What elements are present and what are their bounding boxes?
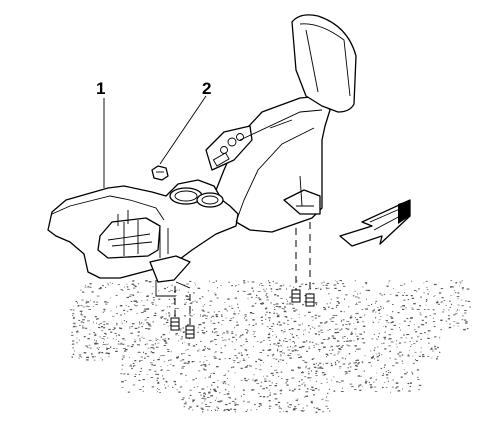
stud-front-right: [185, 325, 195, 339]
arrow-left-down-icon: [339, 199, 411, 247]
control-panel: [205, 125, 253, 171]
stud-rear-left: [291, 289, 301, 303]
floor-carpet: [70, 280, 471, 413]
stud-rear-right: [305, 293, 315, 307]
callout-2-leader: [159, 95, 207, 165]
callout-1-label: 1: [96, 79, 105, 98]
cupholder-right: [196, 192, 224, 208]
floor-studs: [155, 222, 315, 339]
callout-2-label: 2: [202, 79, 211, 98]
console-nut: [151, 165, 169, 181]
stud-front-left: [170, 317, 180, 331]
front-mounting-bracket: [149, 255, 191, 283]
shifter-bezel: [97, 217, 161, 259]
console-body: [47, 14, 357, 283]
